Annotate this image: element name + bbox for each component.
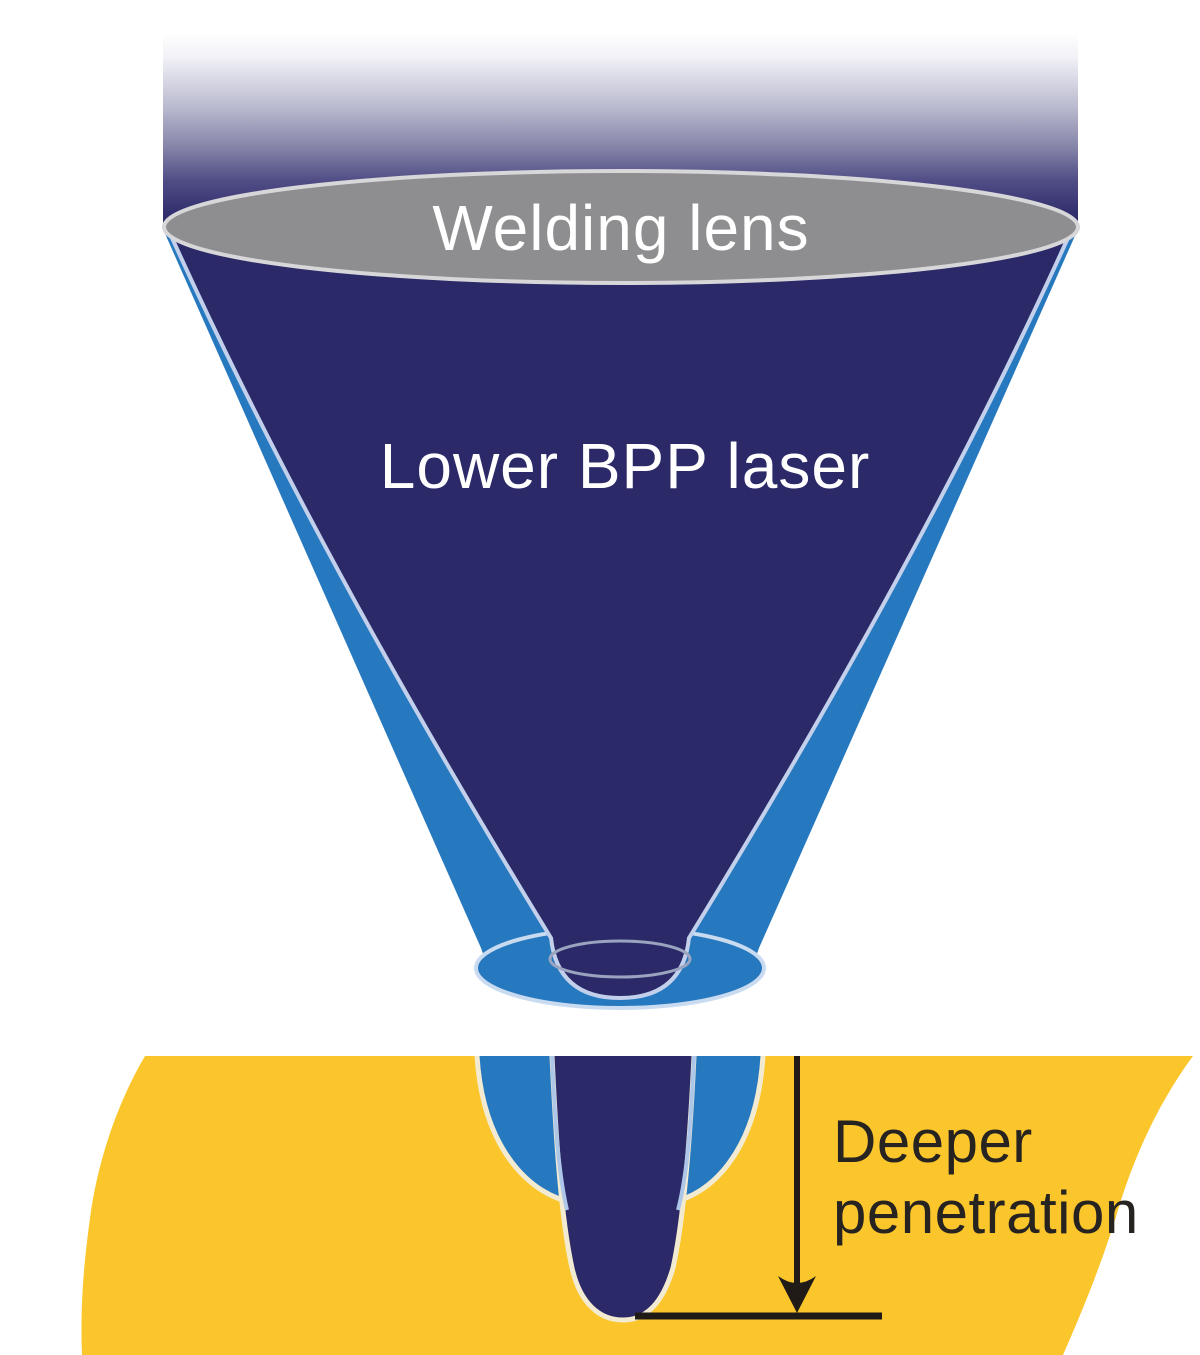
inner-beam-cone [168, 229, 1072, 998]
melt-pool-outline-left [474, 1055, 576, 1206]
welding-lens-ellipse [162, 169, 1080, 285]
keyhole-outline [549, 1055, 697, 1323]
penetration-label-line2: penetration [833, 1179, 1139, 1246]
beam-label: Lower BPP laser [380, 430, 871, 502]
keyhole-outline-upper-right [676, 1055, 696, 1211]
depth-arrow-head [778, 1276, 816, 1313]
beam-exit-rim [548, 939, 692, 979]
welding-lens-label: Welding lens [432, 192, 809, 264]
keyhole-outline-upper-left [550, 1055, 569, 1211]
inner-beam-edge [166, 228, 1074, 1001]
penetration-label-line1: Deeper [833, 1108, 1033, 1175]
keyhole [552, 1056, 694, 1320]
